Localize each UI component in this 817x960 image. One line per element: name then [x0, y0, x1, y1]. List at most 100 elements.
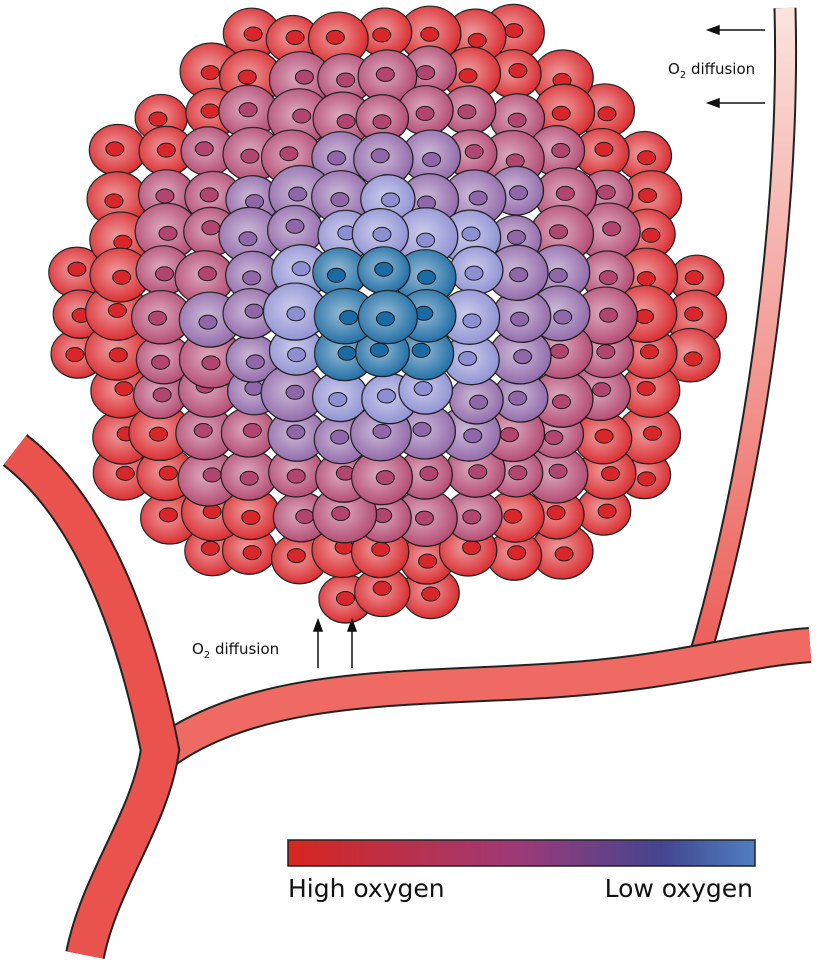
- cell-nucleus: [65, 347, 85, 363]
- cell-nucleus: [457, 104, 477, 120]
- tumor-cell: [393, 488, 458, 547]
- cell-nucleus: [598, 270, 618, 286]
- tumor-cell: [353, 132, 414, 187]
- cell-nucleus: [420, 26, 440, 42]
- cell-nucleus: [506, 229, 526, 245]
- horizontal-vessel: [149, 627, 812, 770]
- tumor-cell: [225, 250, 281, 301]
- o2-diffusion-label-bottom: O2 diffusion: [192, 640, 280, 661]
- tumor-cell: [312, 247, 368, 298]
- arrow-up-icon: [312, 617, 324, 668]
- tumor-cell: [355, 94, 410, 143]
- tumor-cell: [312, 484, 378, 544]
- tumor-cell: [174, 250, 235, 305]
- cell-nucleus: [114, 381, 134, 397]
- cell-nucleus: [326, 267, 346, 283]
- cell-nucleus: [200, 103, 220, 119]
- cell-nucleus: [336, 72, 356, 88]
- cell-nucleus: [413, 381, 433, 397]
- cell-nucleus: [507, 545, 527, 561]
- cell-nucleus: [330, 429, 350, 445]
- cell-nucleus: [245, 354, 265, 370]
- cell-nucleus: [467, 32, 487, 48]
- cell-nucleus: [291, 261, 311, 277]
- cell-nucleus: [148, 310, 168, 326]
- tumor-cell: [88, 123, 147, 177]
- cell-nucleus: [108, 347, 128, 363]
- tumor-cell: [218, 84, 279, 139]
- cell-nucleus: [285, 218, 305, 234]
- cell-nucleus: [372, 114, 392, 130]
- cell-nucleus: [508, 465, 528, 481]
- tumor-cell: [222, 288, 280, 340]
- cell-nucleus: [548, 463, 568, 479]
- arrow-left-icon: [705, 97, 765, 109]
- tumor-cell: [393, 403, 456, 460]
- cell-nucleus: [415, 510, 435, 526]
- cell-nucleus: [201, 355, 221, 371]
- cell-nucleus: [602, 221, 622, 237]
- cell-nucleus: [509, 267, 529, 283]
- cell-nucleus: [464, 265, 484, 281]
- cell-nucleus: [380, 192, 400, 208]
- tumor-cell: [486, 530, 543, 581]
- high-oxygen-label: High oxygen: [288, 874, 445, 903]
- cell-nucleus: [508, 63, 528, 79]
- tumor-cell: [175, 406, 236, 461]
- tumor-cell: [486, 49, 542, 99]
- tumor-cell: [444, 489, 503, 542]
- cell-nucleus: [544, 429, 564, 445]
- tumor-cell: [313, 287, 377, 345]
- tumor-cell: [488, 327, 552, 385]
- tumor-cell: [312, 371, 369, 423]
- cell-nucleus: [330, 192, 350, 208]
- cell-nucleus: [242, 545, 262, 561]
- cell-nucleus: [421, 586, 441, 602]
- cell-nucleus: [337, 345, 357, 361]
- right-vessel: [688, 7, 798, 659]
- tumor-cell: [616, 130, 673, 182]
- cell-nucleus: [411, 342, 431, 358]
- cell-nucleus: [419, 465, 439, 481]
- tumor-cell: [523, 445, 589, 504]
- cell-nucleus: [243, 26, 263, 42]
- cell-nucleus: [242, 422, 262, 438]
- tumor-cell: [260, 363, 326, 423]
- cell-nucleus: [551, 105, 571, 121]
- cell-nucleus: [331, 505, 351, 521]
- cell-nucleus: [288, 186, 308, 202]
- tumor-cell: [220, 407, 277, 458]
- cell-nucleus: [105, 141, 125, 157]
- tumor-cell: [580, 250, 635, 300]
- cell-nucleus: [464, 144, 484, 160]
- cell-nucleus: [461, 226, 481, 242]
- diffusion-arrows: [312, 24, 765, 668]
- cell-nucleus: [279, 146, 299, 162]
- cell-nucleus: [202, 467, 222, 483]
- cell-nucleus: [238, 231, 258, 247]
- cell-nucleus: [371, 541, 391, 557]
- cell-nucleus: [642, 425, 662, 441]
- tumor-cell: [441, 85, 497, 136]
- cell-nucleus: [202, 504, 222, 520]
- cell-nucleus: [597, 106, 617, 122]
- blood-vessels: [2, 7, 812, 960]
- tumor-cell: [397, 449, 453, 500]
- cell-nucleus: [416, 65, 436, 81]
- cell-nucleus: [158, 465, 178, 481]
- cell-nucleus: [113, 234, 133, 250]
- cell-nucleus: [641, 227, 661, 243]
- tumor-cell: [218, 206, 282, 264]
- cell-nucleus: [594, 141, 614, 157]
- cell-nucleus: [194, 141, 214, 157]
- cell-nucleus: [375, 470, 395, 486]
- cell-nucleus: [335, 590, 355, 606]
- tumor-cell: [134, 202, 199, 261]
- cell-nucleus: [336, 113, 356, 129]
- cell-nucleus: [548, 267, 568, 283]
- cell-nucleus: [469, 394, 489, 410]
- cell-nucleus: [239, 470, 259, 486]
- tumor-cell: [267, 408, 327, 462]
- cell-nucleus: [372, 27, 392, 43]
